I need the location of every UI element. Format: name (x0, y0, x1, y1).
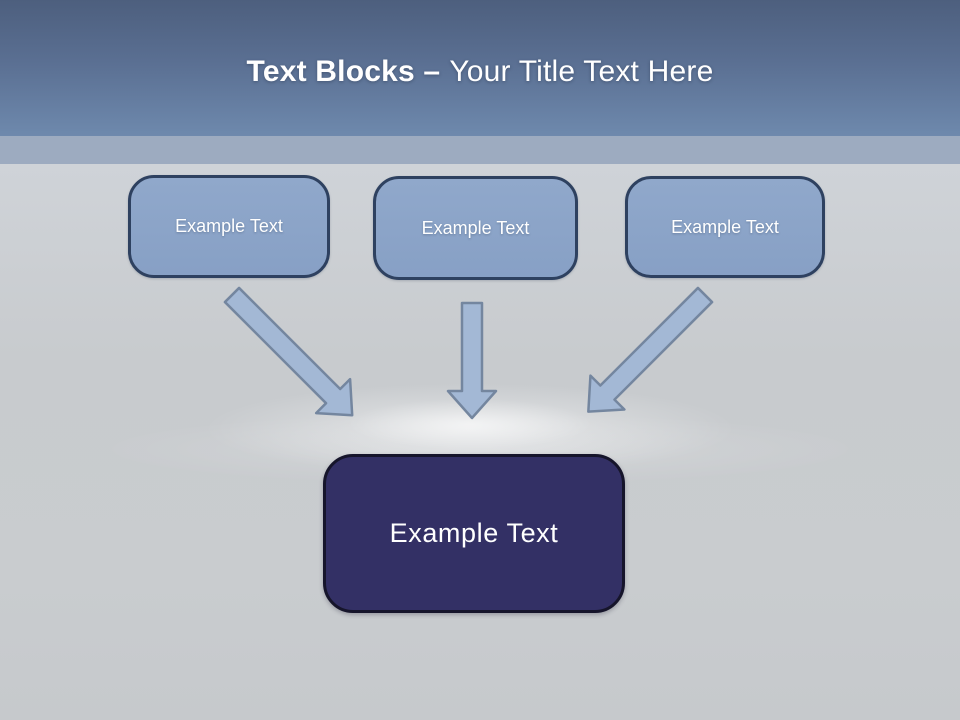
arrow-down-right-icon[interactable] (215, 278, 369, 432)
text-block-1-label: Example Text (175, 216, 283, 236)
text-block-2-label: Example Text (421, 217, 530, 238)
result-text-block-label: Example Text (389, 518, 559, 548)
result-text-block[interactable]: Example Text (323, 454, 625, 613)
text-block-3[interactable]: Example Text (625, 176, 825, 278)
text-block-3-label: Example Text (671, 216, 779, 237)
slide-title-bold: Text Blocks – (246, 55, 441, 88)
slide-title-regular: Your Title Text Here (449, 55, 714, 88)
header-divider-band (0, 136, 960, 164)
title-bar: Text Blocks –Your Title Text Here (0, 0, 960, 136)
text-block-1[interactable]: Example Text (128, 175, 330, 278)
arrow-down-left-icon[interactable] (571, 278, 722, 429)
slide-title: Text Blocks –Your Title Text Here (247, 47, 714, 89)
text-block-2[interactable]: Example Text (373, 176, 578, 280)
arrow-down-icon[interactable] (446, 301, 498, 420)
